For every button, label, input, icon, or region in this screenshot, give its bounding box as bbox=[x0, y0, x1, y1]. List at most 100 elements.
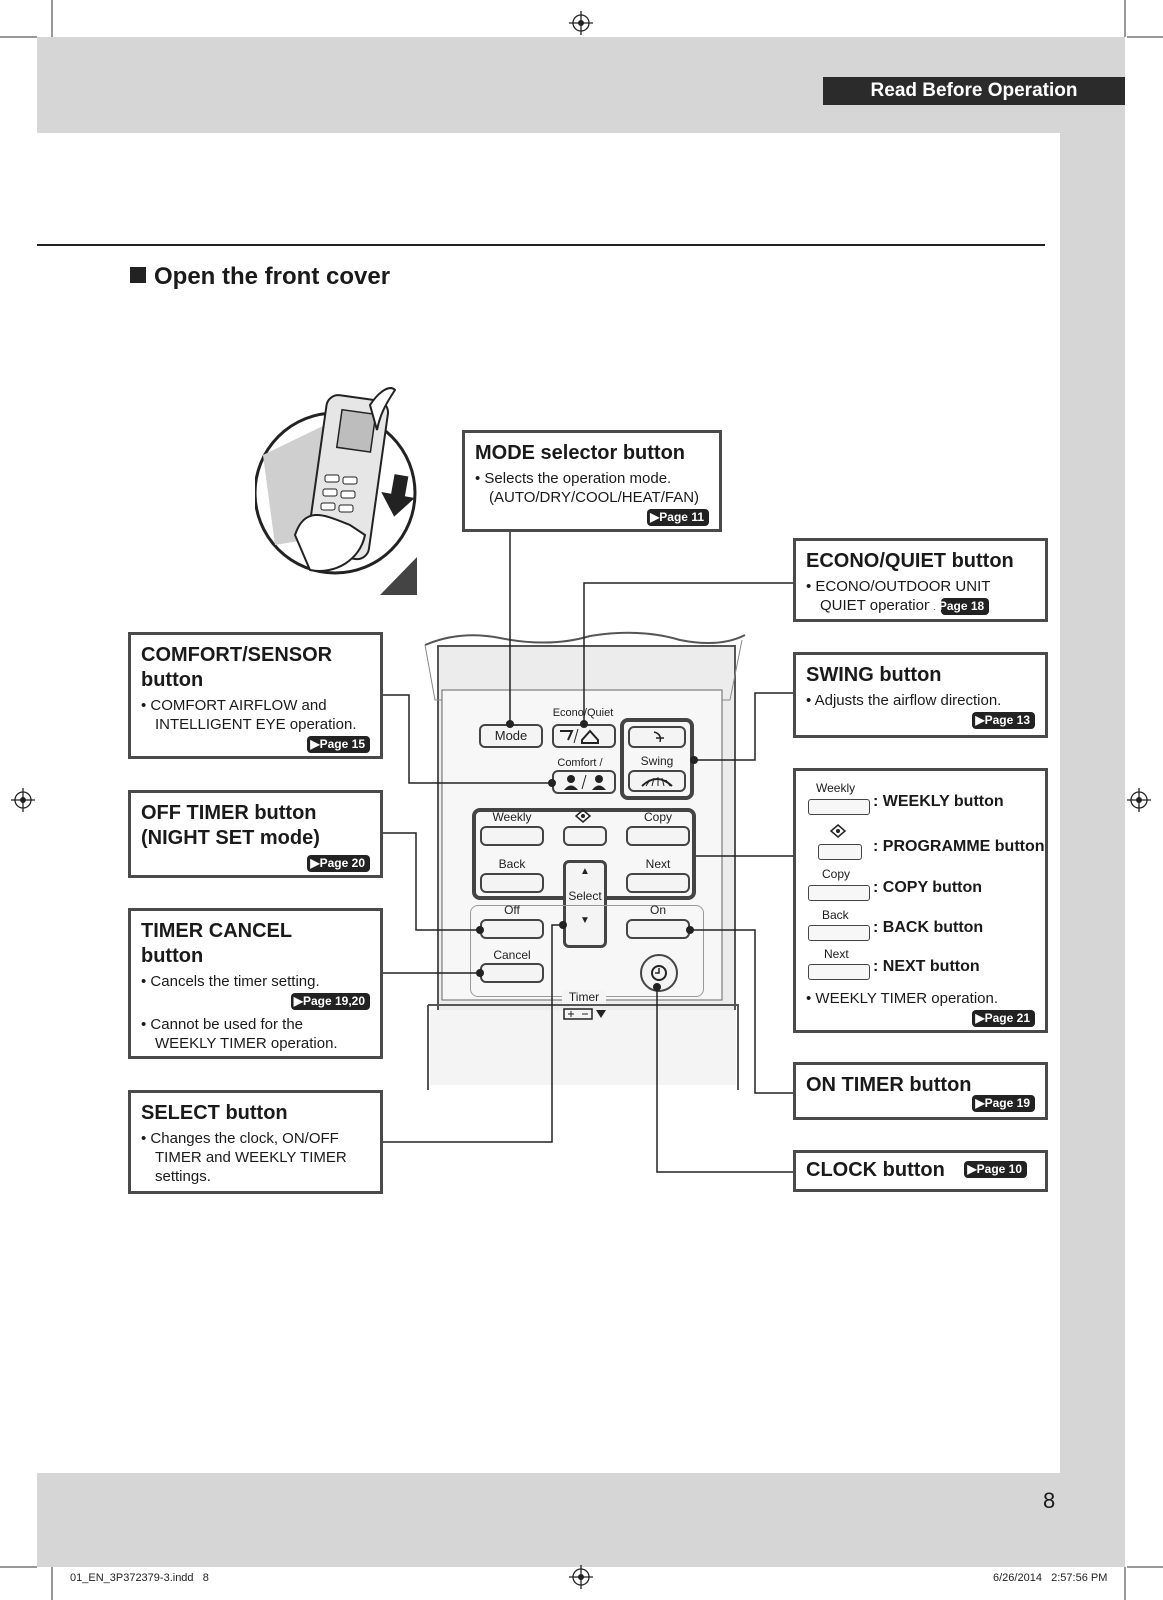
section-title: Open the front cover bbox=[130, 263, 390, 291]
select-callout: SELECT button • Changes the clock, ON/OF… bbox=[128, 1090, 383, 1194]
swing-callout-bullet: • Adjusts the airflow direction. bbox=[806, 692, 1002, 709]
clock-page-ref[interactable]: ▶Page 10 bbox=[964, 1161, 1028, 1178]
page-arrow-icon: ▶ bbox=[975, 1011, 985, 1025]
programme-button-desc: : PROGRAMME button bbox=[873, 838, 1045, 855]
select-down-icon: ▼ bbox=[580, 915, 590, 926]
cancel-title-line1: TIMER CANCEL bbox=[141, 920, 293, 942]
swing-button[interactable] bbox=[628, 770, 686, 792]
back-button-desc: : BACK button bbox=[873, 919, 984, 936]
battery-icon bbox=[563, 1008, 606, 1020]
page-number: 8 bbox=[1043, 1488, 1056, 1513]
select-button[interactable]: ▲ Select ▼ bbox=[563, 860, 607, 948]
cancel-title-line2: button bbox=[141, 945, 204, 967]
mode-button[interactable]: Mode bbox=[479, 724, 543, 748]
mode-page-text: Page 11 bbox=[659, 510, 704, 524]
programme-small-icon bbox=[830, 824, 846, 838]
swing-bullet-text: Adjusts the airflow direction. bbox=[814, 692, 1002, 709]
ontimer-page-ref[interactable]: ▶Page 19 bbox=[806, 1094, 1035, 1112]
on-timer-callout: ON TIMER button ▶Page 19 bbox=[793, 1062, 1048, 1120]
programme-button[interactable] bbox=[563, 826, 607, 846]
timer-cancel-callout: TIMER CANCEL button • Cancels the timer s… bbox=[128, 908, 383, 1059]
comfort-sensor-icon bbox=[564, 774, 606, 790]
econo-callout-title: ECONO/QUIET button bbox=[806, 550, 1014, 572]
off-timer-callout: OFF TIMER button (NIGHT SET mode) ▶Page 2… bbox=[128, 790, 383, 878]
comfort-title-line2: button bbox=[141, 669, 204, 691]
econo-page-ref[interactable]: ▶Page 18 bbox=[930, 598, 990, 615]
select-button-label: Select bbox=[568, 889, 602, 903]
remote-off-label: Off bbox=[504, 903, 520, 917]
offtimer-page-text: Page 20 bbox=[319, 856, 365, 870]
clock-title-text: CLOCK button bbox=[806, 1159, 945, 1181]
page-arrow-icon: ▶ bbox=[310, 737, 320, 751]
remote-cancel-label: Cancel bbox=[493, 948, 531, 962]
page-bottom-band bbox=[37, 1473, 1125, 1567]
econo-page-text: Page 18 bbox=[938, 599, 985, 613]
copy-small-label: Copy bbox=[822, 867, 851, 881]
clock-callout-title: CLOCK button ▶Page 10 bbox=[806, 1158, 1035, 1183]
cancel-page-text: Page 19,20 bbox=[302, 994, 365, 1008]
programme-field-icon bbox=[818, 844, 862, 860]
clock-callout: CLOCK button ▶Page 10 bbox=[793, 1150, 1048, 1192]
swing-callout-title: SWING button bbox=[806, 664, 942, 686]
select-bullet-text-3: settings. bbox=[155, 1168, 211, 1185]
cancel-bullet2-text-2: WEEKLY TIMER operation. bbox=[155, 1035, 338, 1052]
select-callout-title: SELECT button bbox=[141, 1102, 288, 1124]
offtimer-title-line1: OFF TIMER button bbox=[141, 802, 317, 824]
weekly-small-label: Weekly bbox=[816, 781, 856, 795]
swing-label: Swing bbox=[640, 754, 674, 768]
swing-top-button[interactable] bbox=[628, 726, 686, 748]
page-arrow-icon: ▶ bbox=[293, 994, 303, 1008]
remote-on-label: On bbox=[649, 903, 666, 917]
next-field-icon bbox=[808, 964, 870, 980]
offtimer-page-ref[interactable]: ▶Page 20 bbox=[141, 854, 370, 872]
page-arrow-icon: ▶ bbox=[310, 856, 320, 870]
swing-icon bbox=[653, 731, 664, 743]
cancel-callout-title: TIMER CANCEL button bbox=[141, 919, 370, 969]
cancel-page-ref[interactable]: ▶Page 19,20 bbox=[141, 992, 370, 1010]
page-arrow-icon: ▶ bbox=[650, 510, 660, 524]
select-up-icon: ▲ bbox=[580, 866, 590, 877]
back-field-icon bbox=[808, 925, 870, 941]
swing-page-ref[interactable]: ▶Page 13 bbox=[806, 711, 1035, 729]
weekly-page-text: Page 21 bbox=[984, 1011, 1030, 1025]
remote-timer-label: Timer bbox=[562, 990, 606, 1004]
remote-weekly-label: Weekly bbox=[492, 810, 532, 824]
programme-icon bbox=[575, 809, 591, 823]
next-small-label: Next bbox=[824, 947, 849, 961]
econo-quiet-icon bbox=[560, 728, 599, 744]
remote-back-label: Back bbox=[498, 857, 526, 871]
section-title-text: Open the front cover bbox=[154, 263, 391, 290]
weekly-buttons-callout: Weekly : WEEKLY button : PROGRAMME butto… bbox=[793, 768, 1048, 1033]
comfort-sensor-button[interactable] bbox=[552, 770, 616, 794]
mode-page-ref[interactable]: ▶Page 11 bbox=[475, 508, 709, 526]
mode-bullet-text: Selects the operation mode. bbox=[484, 470, 672, 487]
comfort-bullet-text-2: INTELLIGENT EYE operation. bbox=[155, 716, 357, 733]
remote-copy-label: Copy bbox=[643, 810, 672, 824]
next-button[interactable] bbox=[626, 873, 690, 893]
offtimer-title-line2: (NIGHT SET mode) bbox=[141, 827, 320, 849]
comfort-page-text: Page 15 bbox=[319, 737, 365, 751]
econo-bullet-text: ECONO/OUTDOOR UNIT bbox=[815, 578, 991, 595]
weekly-field-icon bbox=[808, 799, 870, 815]
copy-button[interactable] bbox=[626, 826, 690, 846]
weekly-button[interactable] bbox=[480, 826, 544, 846]
cancel-callout-bullet-1: • Cancels the timer setting. bbox=[141, 973, 320, 990]
select-bullet-text: Changes the clock, ON/OFF bbox=[150, 1130, 339, 1147]
comfort-page-ref[interactable]: ▶Page 15 bbox=[141, 735, 370, 753]
swing-page-text: Page 13 bbox=[984, 713, 1030, 727]
mode-selector-callout: MODE selector button • Selects the opera… bbox=[462, 430, 722, 532]
back-button[interactable] bbox=[480, 873, 544, 893]
footer-filename: 01_EN_3P372379-3.indd 8 bbox=[70, 1572, 209, 1584]
mode-callout-bullet: • Selects the operation mode.(AUTO/DRY/C… bbox=[475, 470, 700, 506]
weekly-page-ref[interactable]: ▶Page 21 bbox=[972, 1009, 1035, 1027]
ontimer-page-text: Page 19 bbox=[984, 1096, 1030, 1110]
mode-bullet-text-2: (AUTO/DRY/COOL/HEAT/FAN) bbox=[489, 489, 700, 506]
econo-quiet-label: Econo/Quiet bbox=[552, 707, 614, 719]
clock-page-text: Page 10 bbox=[976, 1162, 1023, 1176]
